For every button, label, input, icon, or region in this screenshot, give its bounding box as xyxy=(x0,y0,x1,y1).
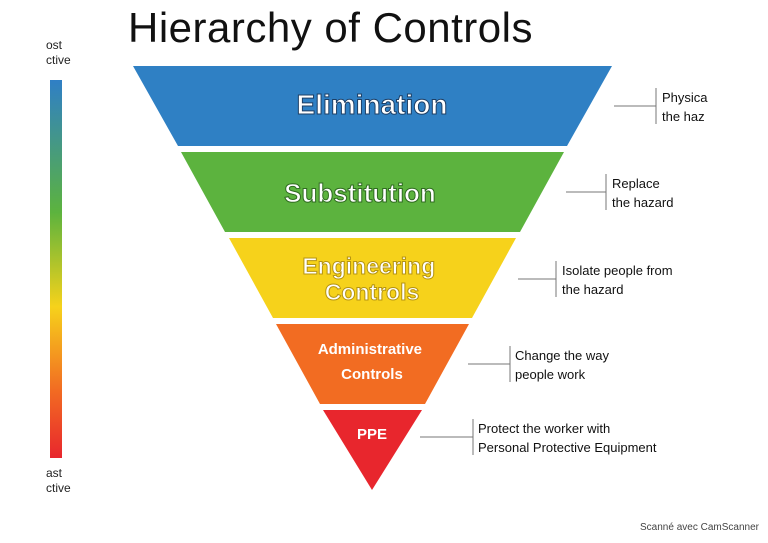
band-label-ppe: PPE xyxy=(357,426,387,443)
scanner-watermark: Scanné avec CamScanner xyxy=(640,522,759,533)
band-engineering-controls xyxy=(229,238,516,318)
description-substitution: Replace the hazard xyxy=(612,176,674,210)
band-label-administrative-controls: Administrative Controls xyxy=(318,341,426,383)
band-label-elimination: Elimination xyxy=(297,89,448,120)
connector-elimination xyxy=(614,88,657,124)
description-ppe: Protect the worker with Personal Protect… xyxy=(478,421,657,455)
effectiveness-scale-bar xyxy=(50,80,62,458)
description-administrative-controls: Change the way people work xyxy=(515,348,609,382)
page-title: Hierarchy of Controls xyxy=(128,4,533,51)
connector-engineering-controls xyxy=(518,261,557,297)
band-label-engineering-controls: Engineering Controls xyxy=(302,253,441,305)
band-ppe xyxy=(323,410,422,490)
band-administrative-controls xyxy=(276,324,469,404)
scale-top-label: ost ctive xyxy=(46,38,71,67)
description-elimination: Physica the haz xyxy=(662,90,708,124)
connector-ppe xyxy=(420,419,474,455)
connector-administrative-controls xyxy=(468,346,511,382)
band-elimination xyxy=(133,66,612,146)
description-engineering-controls: Isolate people from the hazard xyxy=(562,263,673,297)
connector-substitution xyxy=(566,174,607,210)
band-label-substitution: Substitution xyxy=(284,178,436,208)
band-substitution xyxy=(181,152,564,232)
scale-bottom-label: ast ctive xyxy=(46,466,71,495)
